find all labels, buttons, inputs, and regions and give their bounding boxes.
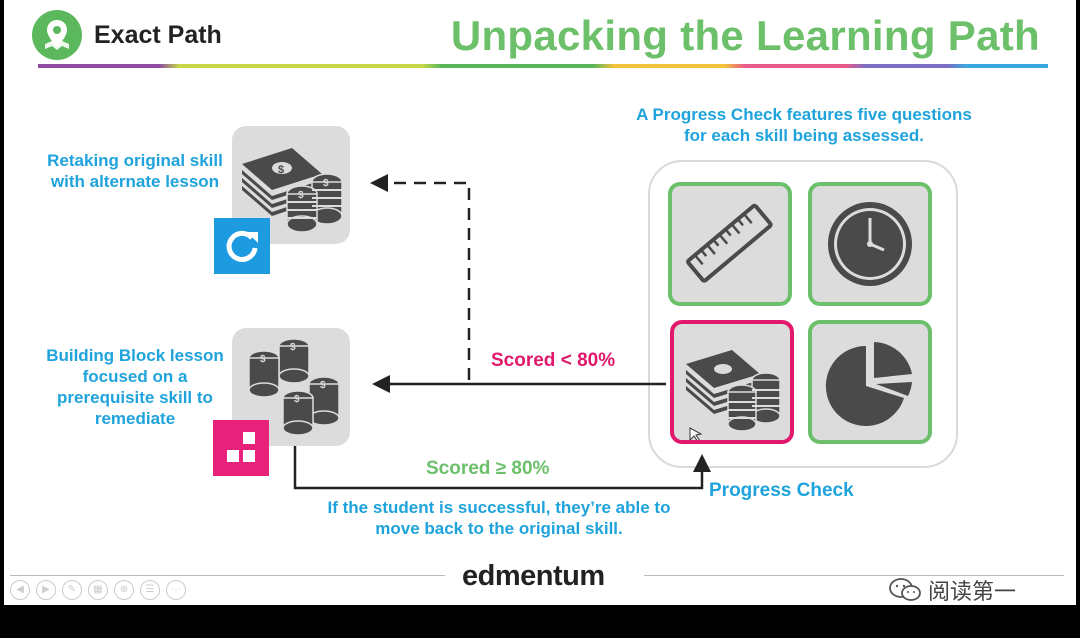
chat-bubbles-icon bbox=[889, 578, 921, 601]
location-pin-logo-icon bbox=[32, 10, 82, 60]
money-stack-icon: $ $ $ bbox=[242, 148, 343, 233]
menu-icon[interactable]: ☰ bbox=[140, 580, 160, 600]
svg-text:$: $ bbox=[260, 354, 266, 365]
watermark-text: 阅读第一 bbox=[928, 579, 1017, 604]
brand-header: Exact Path bbox=[32, 10, 222, 60]
pen-icon[interactable]: ✎ bbox=[62, 580, 82, 600]
bottom-black-bar bbox=[0, 605, 1080, 638]
watermark: 阅读第一 bbox=[888, 574, 1016, 605]
svg-text:$: $ bbox=[290, 342, 296, 353]
pie-chart-icon bbox=[825, 342, 912, 426]
building-block-description: Building Block lesson focused on a prere… bbox=[46, 346, 224, 428]
svg-text:$: $ bbox=[320, 380, 326, 391]
retake-description: Retaking original skill with alternate l… bbox=[47, 151, 223, 191]
scored-above-label: Scored ≥ 80% bbox=[426, 458, 550, 479]
ruler-tile bbox=[668, 182, 792, 306]
svg-text:$: $ bbox=[298, 190, 304, 201]
retake-refresh-icon bbox=[214, 218, 270, 274]
previous-slide-icon[interactable]: ◀ bbox=[10, 580, 30, 600]
ruler-icon bbox=[686, 203, 773, 283]
footer-brand: edmentum bbox=[462, 560, 605, 592]
svg-text:$: $ bbox=[323, 178, 329, 189]
brand-name: Exact Path bbox=[94, 20, 222, 49]
slides-icon[interactable]: ▦ bbox=[88, 580, 108, 600]
flow-arrows bbox=[293, 174, 711, 490]
success-description: If the student is successful, they’re ab… bbox=[327, 498, 671, 538]
svg-text:$: $ bbox=[278, 164, 284, 176]
slide-title: Unpacking the Learning Path bbox=[450, 12, 1040, 59]
footer-divider-left bbox=[10, 575, 445, 576]
scored-below-label: Scored < 80% bbox=[491, 350, 616, 371]
next-slide-icon[interactable]: ▶ bbox=[36, 580, 56, 600]
pie-chart-tile bbox=[808, 320, 932, 444]
building-blocks-icon bbox=[213, 420, 269, 476]
slideshow-controls: ◀ ▶ ✎ ▦ ⊕ ☰ ⋯ bbox=[10, 580, 186, 600]
clock-icon bbox=[828, 202, 912, 286]
clock-tile bbox=[808, 182, 932, 306]
svg-text:$: $ bbox=[294, 394, 300, 405]
zoom-icon[interactable]: ⊕ bbox=[114, 580, 134, 600]
more-icon[interactable]: ⋯ bbox=[166, 580, 186, 600]
progress-check-note: A Progress Check features five questions… bbox=[636, 105, 972, 145]
rainbow-divider bbox=[38, 64, 1048, 68]
presentation-slide: Exact Path Unpacking the Learning Path R… bbox=[4, 0, 1076, 605]
money-icon bbox=[686, 350, 781, 443]
money-tile-selected bbox=[670, 320, 794, 444]
footer-divider-right bbox=[644, 575, 1064, 576]
coin-stacks-icon: $ $ $ $ bbox=[248, 338, 340, 436]
progress-check-label: Progress Check bbox=[709, 480, 854, 501]
